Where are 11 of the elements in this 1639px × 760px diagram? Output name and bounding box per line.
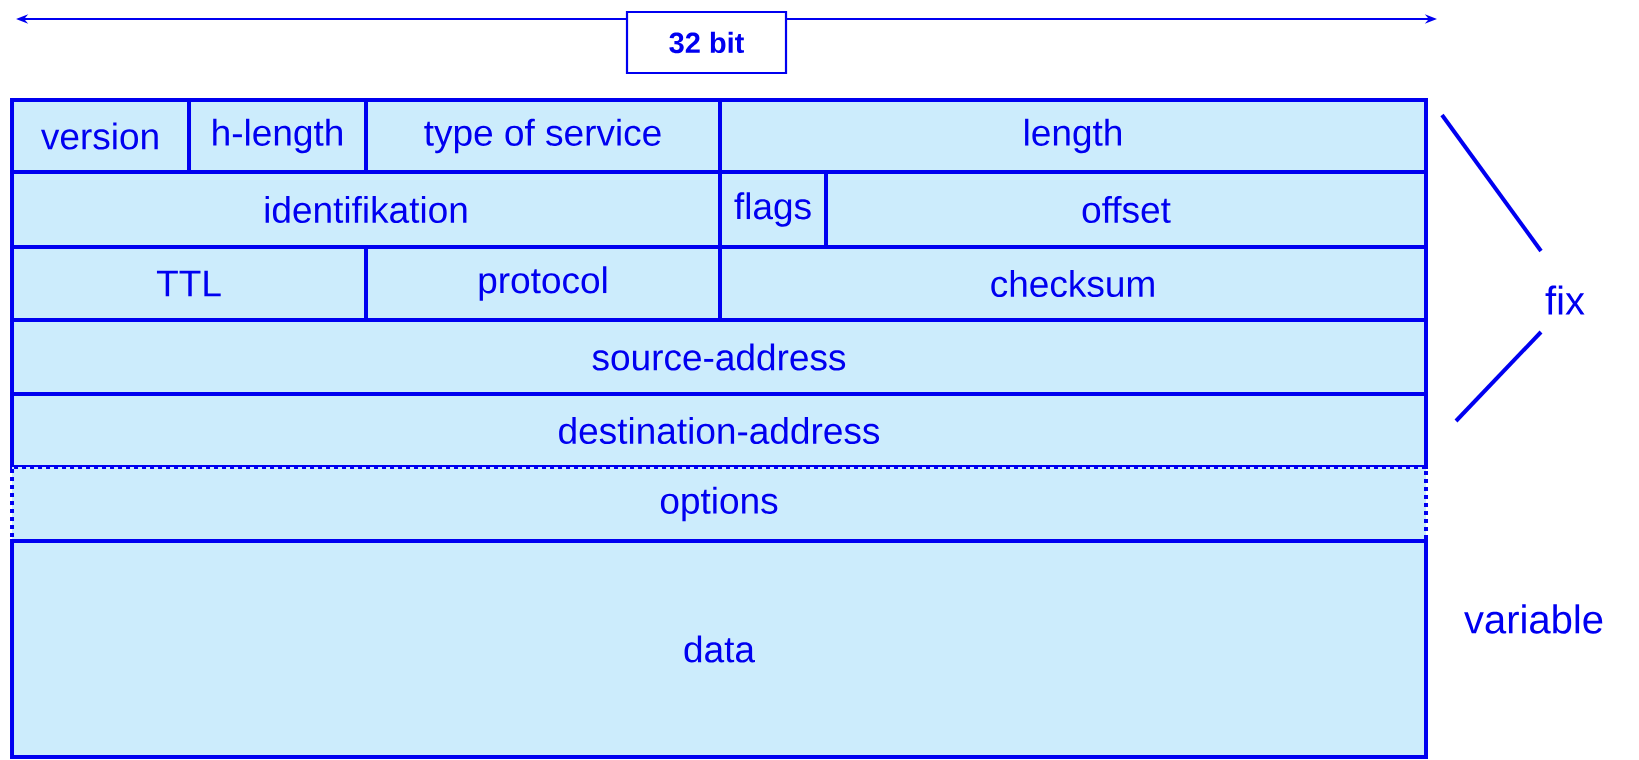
side-label: fix xyxy=(1545,285,1585,315)
field-box: h-length xyxy=(187,98,368,174)
optional-field-box: options xyxy=(10,465,1428,543)
field-box: type of service xyxy=(364,98,722,174)
field-box: destination-address xyxy=(10,392,1428,469)
field-box: flags xyxy=(718,170,828,249)
field-box: TTL xyxy=(10,245,368,322)
field-box: version xyxy=(10,98,191,174)
side-label: variable xyxy=(1464,604,1603,634)
field-box: protocol xyxy=(364,245,722,322)
width-label-box: 32 bit xyxy=(625,10,788,75)
